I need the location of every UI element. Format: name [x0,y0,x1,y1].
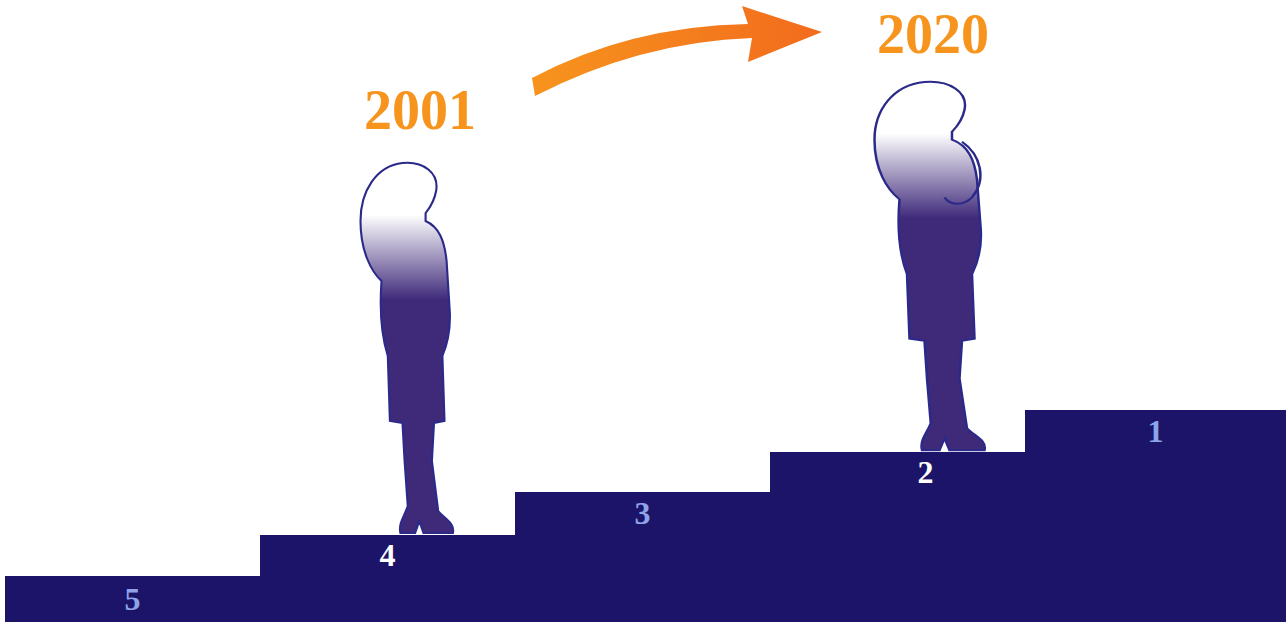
step-number: 1 [1025,410,1286,452]
step-number: 3 [515,492,770,535]
step-number: 2 [826,452,1025,492]
woman-silhouette [361,163,454,533]
year-label: 2001 [364,82,476,138]
step-number: 5 [5,576,260,622]
step-number: 4 [260,535,515,576]
year-arrow [532,6,822,96]
stair-step: 2 [770,452,1025,622]
year-label: 2020 [877,6,989,62]
stair-step: 4 [260,535,515,622]
stair-step: 3 [515,492,770,622]
stair-step: 5 [5,576,260,622]
woman-silhouette [875,82,985,450]
stair-step: 1 [1025,410,1286,622]
